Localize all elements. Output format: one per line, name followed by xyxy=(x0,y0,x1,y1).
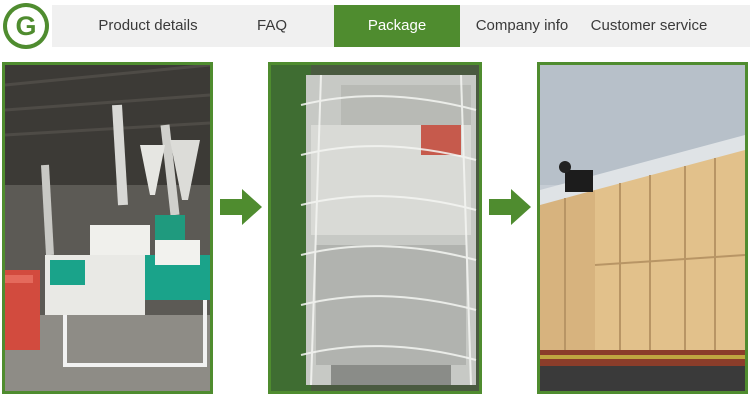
brand-logo[interactable]: G xyxy=(2,2,50,50)
tab-product-details[interactable]: Product details xyxy=(98,17,198,34)
top-navigation: G Product details FAQ Package Company in… xyxy=(0,0,750,52)
process-arrow-icon xyxy=(489,189,531,225)
photo-wooden-crate xyxy=(537,62,748,394)
process-arrow-icon xyxy=(220,189,262,225)
tab-faq[interactable]: FAQ xyxy=(256,17,287,34)
photo-wrapped-machine xyxy=(268,62,482,394)
tab-company-info[interactable]: Company info xyxy=(475,17,569,34)
photo-mill-machine xyxy=(2,62,213,394)
tab-customer-service[interactable]: Customer service xyxy=(590,17,708,34)
logo-letter: G xyxy=(15,11,36,41)
tab-package[interactable]: Package xyxy=(334,5,460,47)
